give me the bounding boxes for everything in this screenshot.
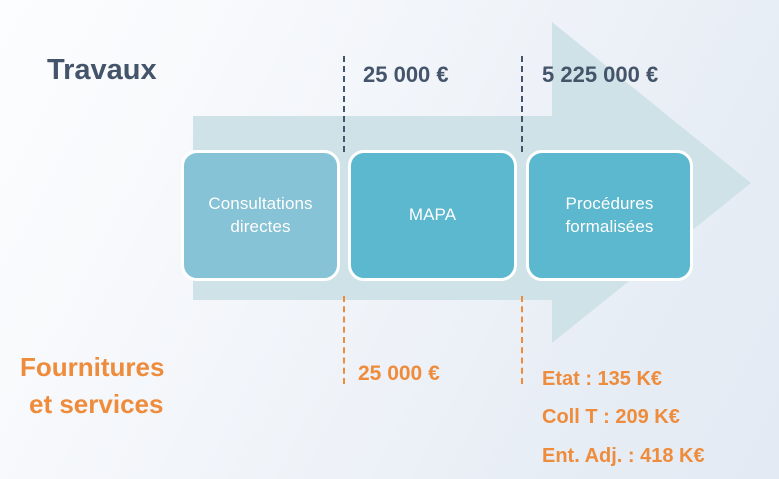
threshold-fournitures-1: 25 000 € (358, 362, 440, 385)
threshold-ent-adj: Ent. Adj. : 418 K€ (542, 444, 705, 467)
page-title-fournitures-et-services: Fournitures et services (20, 349, 164, 423)
fournitures-line2: et services (29, 388, 164, 419)
divider-top-threshold-2 (521, 56, 523, 152)
process-step-label: Procédures formalisées (557, 193, 661, 238)
process-step-line2: formalisées (565, 216, 654, 236)
threshold-coll-t: Coll T : 209 K€ (542, 406, 680, 429)
process-step-line1: Procédures (565, 194, 654, 214)
divider-top-threshold-1 (343, 56, 345, 152)
threshold-travaux-1: 25 000 € (363, 62, 449, 87)
process-step-label: Consultations directes (200, 193, 320, 238)
process-step-line2: directes (230, 216, 291, 236)
threshold-travaux-2: 5 225 000 € (542, 62, 659, 87)
process-step-line1: MAPA (408, 205, 457, 225)
page-title-travaux: Travaux (47, 54, 157, 86)
divider-bottom-threshold-1 (343, 296, 345, 384)
fournitures-line1: Fournitures (20, 352, 165, 382)
threshold-fournitures-2-group: Etat : 135 K€ Coll T : 209 K€ Ent. Adj. … (542, 360, 705, 475)
process-step-mapa[interactable]: MAPA (348, 150, 517, 281)
threshold-etat: Etat : 135 K€ (542, 368, 663, 390)
process-step-procedures-formalisees[interactable]: Procédures formalisées (526, 150, 693, 281)
divider-bottom-threshold-2 (521, 296, 523, 384)
process-step-consultations-directes[interactable]: Consultations directes (181, 150, 340, 281)
process-step-label: MAPA (401, 204, 464, 226)
process-step-line1: Consultations (208, 194, 313, 214)
